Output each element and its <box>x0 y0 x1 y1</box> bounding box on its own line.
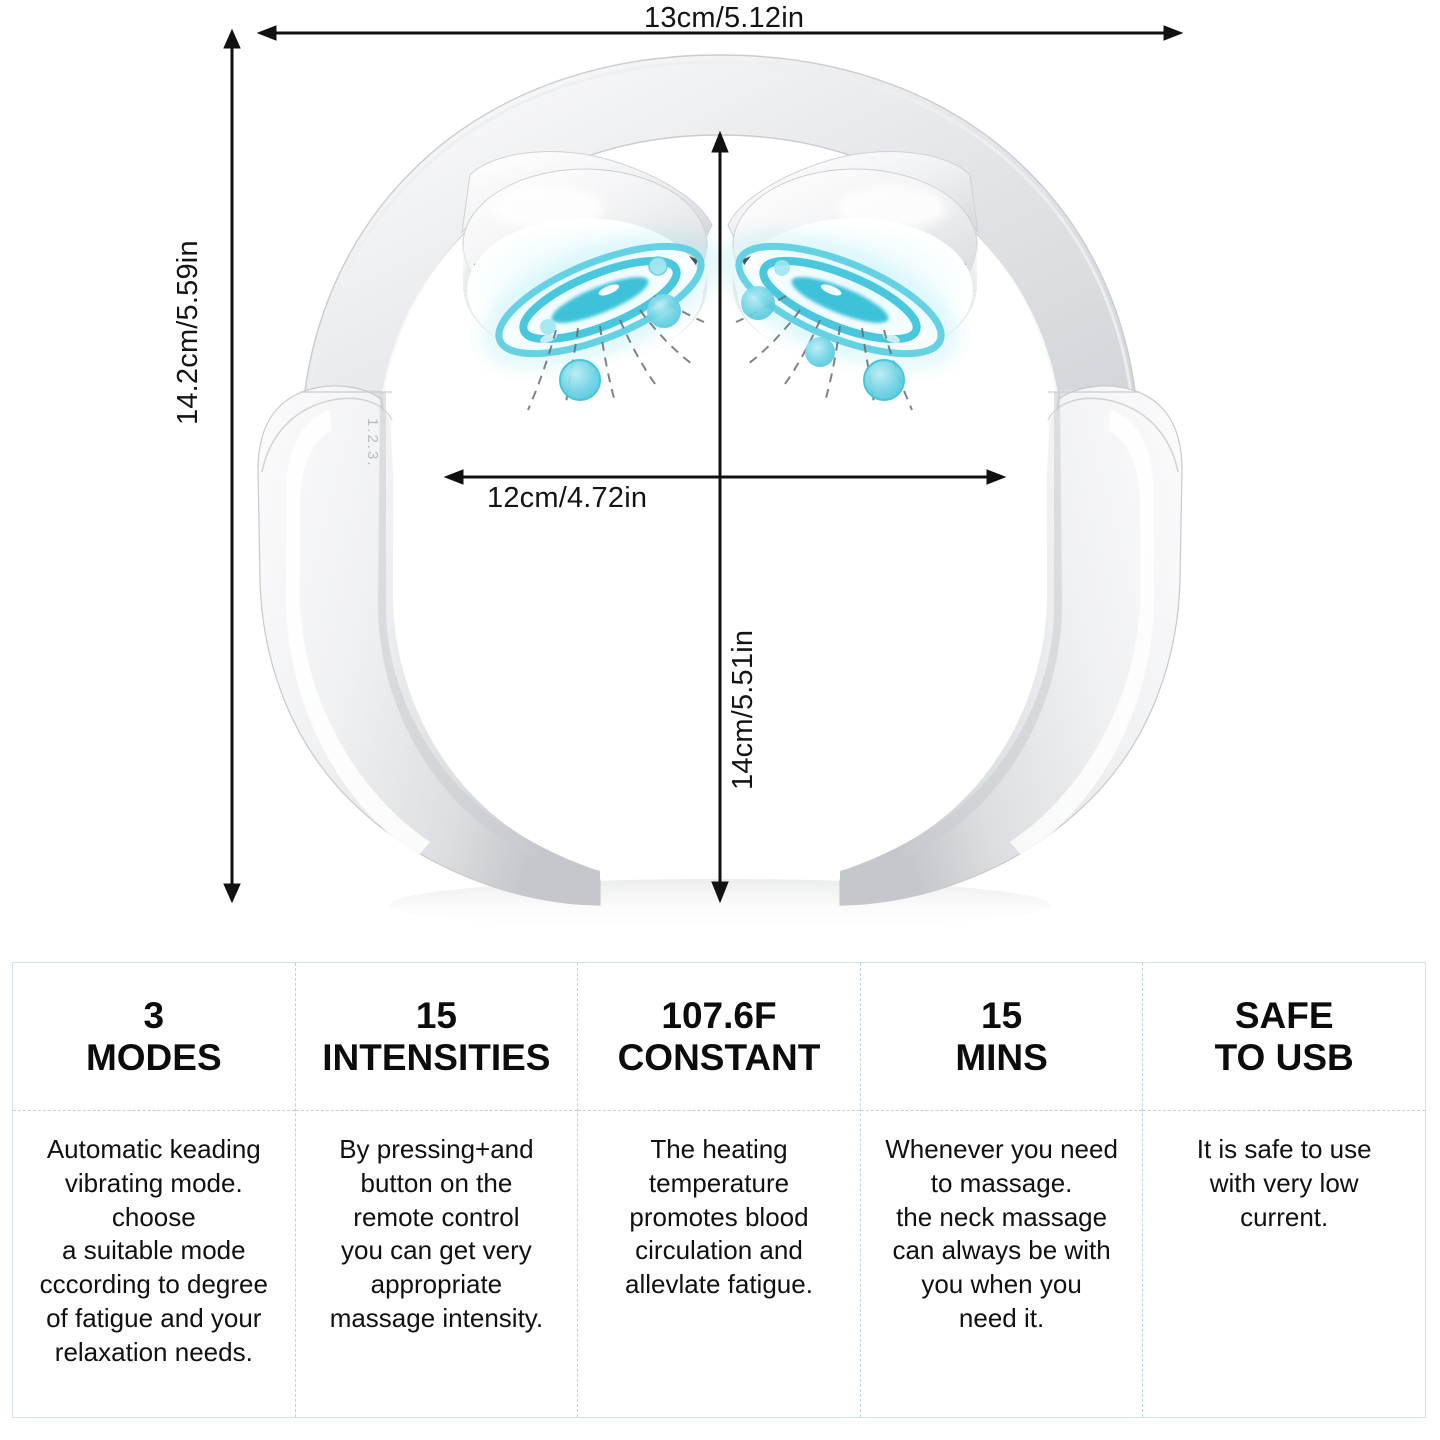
spec-header-modes: 3 MODES <box>13 963 295 1111</box>
spec-number-safety: SAFE <box>1234 995 1334 1037</box>
spec-description-timer: Whenever you need to massage. the neck m… <box>885 1134 1118 1333</box>
spec-number-timer: 15 <box>981 995 1023 1037</box>
spec-description-temperature: The heating temperature promotes blood c… <box>625 1134 813 1300</box>
right-arm-pad <box>840 393 1178 900</box>
spec-unit-safety: TO USB <box>1214 1036 1354 1078</box>
dimension-label-inner-width: 12cm/4.72in <box>487 482 648 514</box>
product-dimension-diagram: 1.2.3. <box>172 2 1184 931</box>
energy-waves-right <box>724 234 956 411</box>
spec-header-timer: 15 MINS <box>860 963 1143 1111</box>
energy-waves-left <box>484 234 716 411</box>
spec-column-temperature: 107.6F CONSTANT The heating temperature … <box>578 963 861 1417</box>
wave-dots-left <box>540 256 681 401</box>
wave-dots-right <box>741 260 905 401</box>
arm-engraving: 1.2.3. <box>364 418 381 468</box>
spec-column-modes: 3 MODES Automatic keading vibrating mode… <box>13 963 296 1417</box>
product-illustration: 1.2.3. <box>223 25 1184 931</box>
spec-description-safety: It is safe to use with very low current. <box>1196 1134 1372 1232</box>
spec-number-modes: 3 <box>143 995 165 1037</box>
spec-column-intensities: 15 INTENSITIES By pressing+and button on… <box>295 963 579 1417</box>
dimension-label-inner-height: 14cm/5.51in <box>727 629 759 790</box>
spec-column-timer: 15 MINS Whenever you need to massage. th… <box>860 963 1144 1417</box>
spec-unit-temperature: CONSTANT <box>617 1036 821 1078</box>
spec-description-intensities: By pressing+and button on the remote con… <box>329 1134 544 1333</box>
spec-header-intensities: 15 INTENSITIES <box>295 963 578 1111</box>
left-arm-pad <box>262 393 600 900</box>
spec-header-temperature: 107.6F CONSTANT <box>578 963 860 1111</box>
spec-unit-intensities: INTENSITIES <box>322 1036 551 1078</box>
spec-header-safety: SAFE TO USB <box>1143 963 1425 1111</box>
spec-table: 3 MODES Automatic keading vibrating mode… <box>12 962 1426 1418</box>
spec-unit-modes: MODES <box>85 1036 222 1078</box>
spec-number-intensities: 15 <box>415 995 457 1037</box>
spec-description-modes: Automatic keading vibrating mode. choose… <box>39 1134 268 1367</box>
dimension-lines <box>223 25 1184 904</box>
dimension-label-top-width: 13cm/5.12in <box>644 2 805 34</box>
dimension-label-overall-height: 14.2cm/5.59in <box>172 240 204 425</box>
spec-unit-timer: MINS <box>955 1036 1048 1078</box>
spec-column-safety: SAFE TO USB It is safe to use with very … <box>1143 963 1425 1417</box>
spec-number-temperature: 107.6F <box>661 995 777 1037</box>
